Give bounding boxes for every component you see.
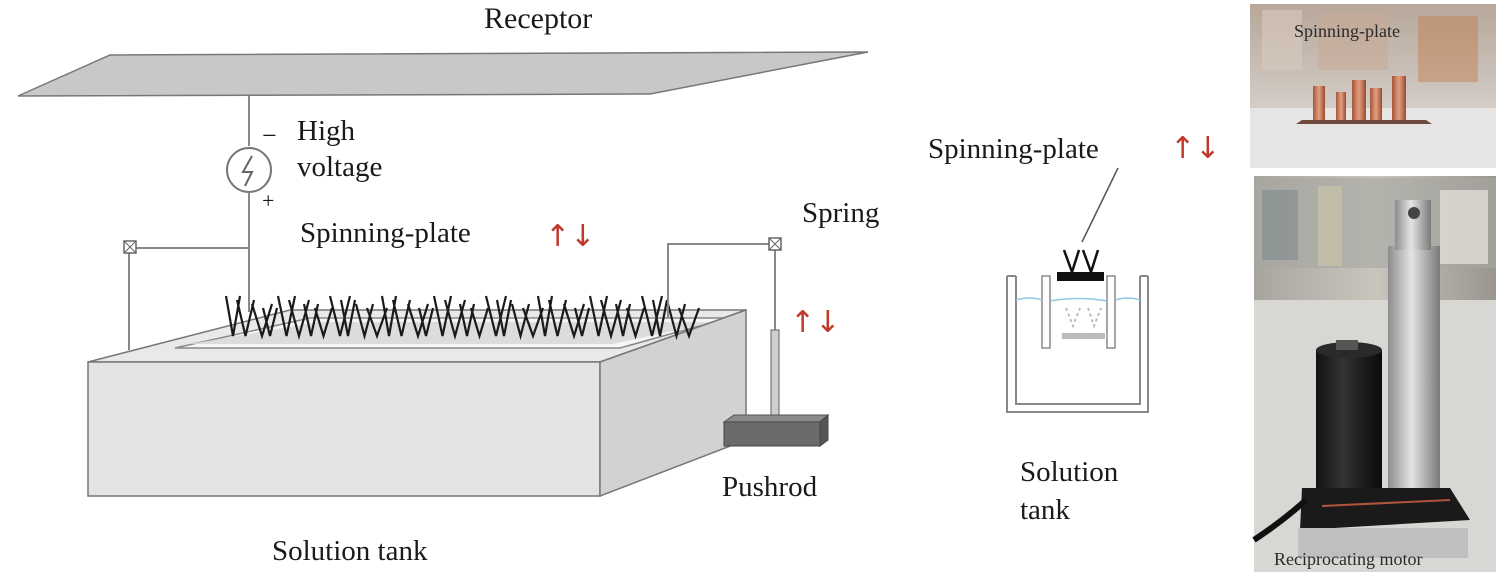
photo-caption-bottom: Reciprocating motor bbox=[1274, 549, 1422, 569]
spring-label: Spring bbox=[802, 197, 879, 229]
detail-leader-line bbox=[1081, 167, 1119, 243]
needle bbox=[651, 299, 669, 337]
left-pivot-cross bbox=[123, 240, 137, 254]
needle bbox=[391, 299, 412, 337]
spinning-plate-label-main: Spinning-plate bbox=[300, 217, 471, 249]
pushrod-shaft bbox=[770, 329, 780, 419]
needle bbox=[224, 295, 242, 337]
plus-sign: + bbox=[262, 188, 274, 213]
needle bbox=[547, 299, 568, 337]
needle bbox=[261, 307, 279, 337]
needle bbox=[536, 295, 554, 337]
photo-reciprocating-motor: Reciprocating motor bbox=[1252, 176, 1496, 572]
voltage-source-icon bbox=[226, 147, 272, 193]
receptor-label: Receptor bbox=[484, 2, 592, 35]
needle bbox=[458, 303, 476, 337]
needle bbox=[562, 303, 586, 340]
lightning-icon bbox=[241, 155, 254, 187]
pushrod-base bbox=[722, 413, 830, 447]
spinning-plate-arrow-detail: ↑↓ bbox=[1170, 131, 1220, 166]
receptor-plate bbox=[17, 51, 869, 97]
needle bbox=[495, 299, 513, 337]
solution-tank-label-main: Solution tank bbox=[272, 535, 428, 567]
needle bbox=[521, 307, 545, 340]
needle bbox=[235, 299, 256, 337]
needle bbox=[313, 307, 334, 340]
spinning-plate-arrow-main: ↑↓ bbox=[545, 219, 595, 254]
needle bbox=[250, 303, 274, 340]
needle bbox=[484, 295, 508, 337]
high-voltage-label-line1: High bbox=[297, 115, 356, 147]
needle bbox=[573, 307, 591, 337]
needle bbox=[365, 307, 389, 340]
needle bbox=[406, 303, 430, 340]
needle bbox=[328, 295, 352, 337]
solution-tank-cross-section bbox=[1006, 249, 1149, 413]
needle bbox=[614, 303, 632, 337]
needle bbox=[380, 295, 398, 337]
solution-tank-label-detail-line1: Solution bbox=[1020, 456, 1119, 488]
right-pivot-cross bbox=[768, 237, 782, 251]
solution-tank-main bbox=[87, 308, 747, 498]
needle bbox=[469, 307, 490, 340]
high-voltage-source bbox=[226, 147, 272, 193]
needle bbox=[625, 307, 646, 340]
photo-spinning-plate: Spinning-plate bbox=[1250, 4, 1496, 168]
needle bbox=[640, 295, 664, 337]
needle bbox=[677, 307, 701, 340]
needle bbox=[339, 299, 357, 337]
needle bbox=[417, 307, 435, 337]
solution-tank-label-detail-line2: tank bbox=[1020, 494, 1070, 526]
spinning-needles bbox=[224, 295, 701, 341]
spring-support-rod bbox=[667, 243, 776, 330]
needle bbox=[302, 303, 320, 337]
high-voltage-label-line2: voltage bbox=[297, 151, 382, 183]
spinning-plate-label-detail: Spinning-plate bbox=[928, 133, 1099, 165]
pushrod-label: Pushrod bbox=[722, 471, 818, 503]
tank-front-face bbox=[87, 361, 601, 497]
minus-sign: − bbox=[262, 121, 277, 150]
pushrod-arrow: ↑↓ bbox=[790, 305, 840, 340]
photo-caption-top: Spinning-plate bbox=[1294, 21, 1400, 41]
